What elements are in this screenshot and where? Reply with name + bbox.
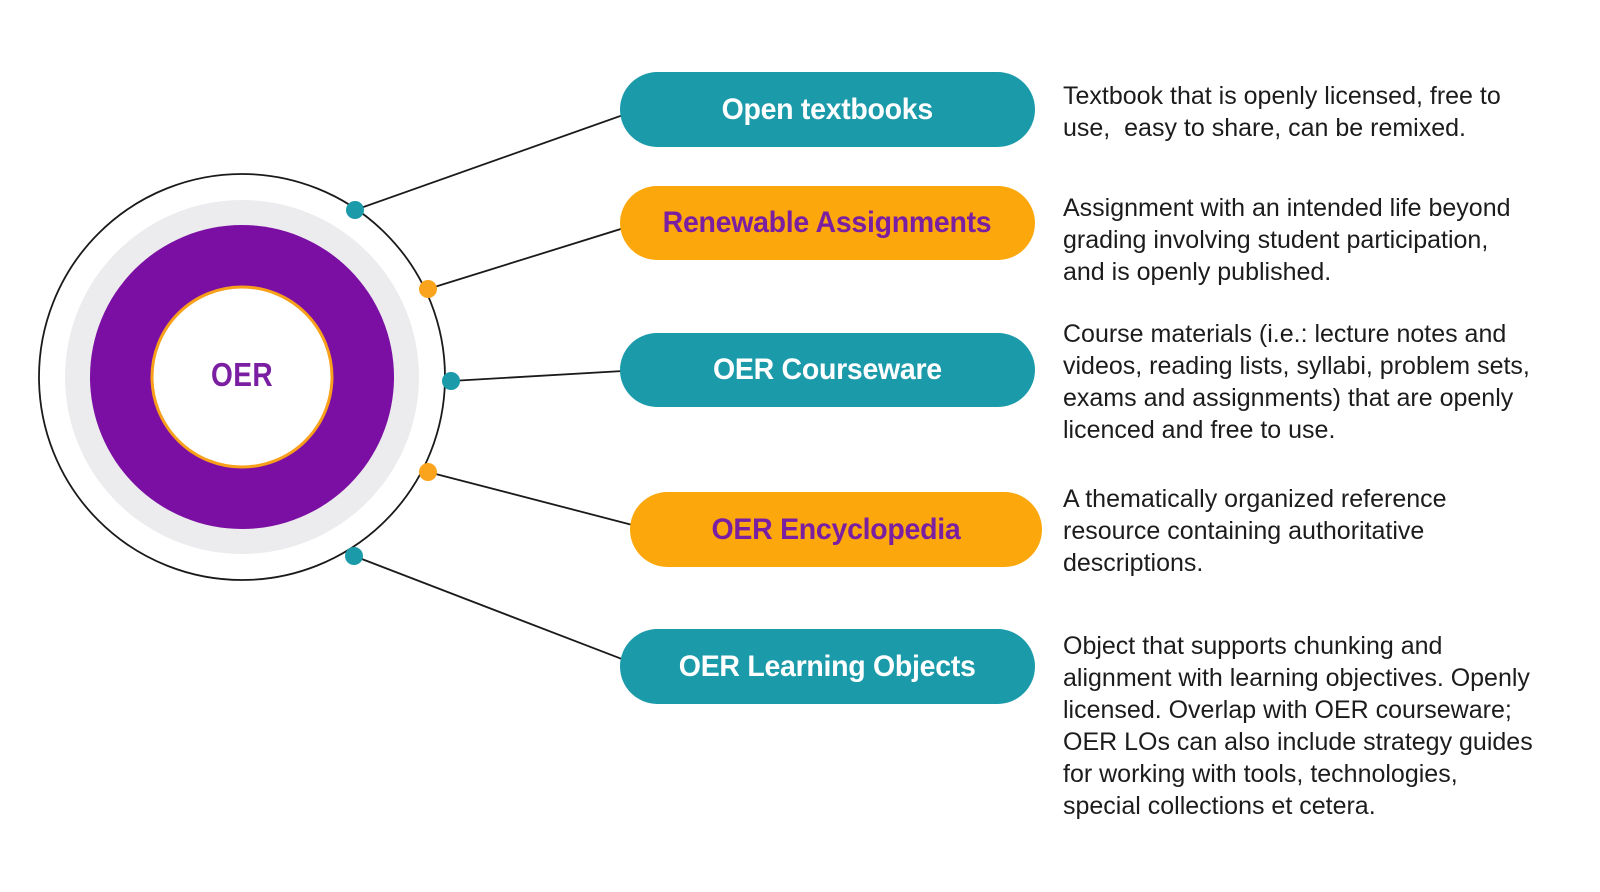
connector-line-oer-encyclopedia bbox=[427, 471, 649, 530]
connector-line-open-textbooks bbox=[354, 108, 641, 211]
description-oer-encyclopedia: A thematically organized reference resou… bbox=[1063, 485, 1447, 577]
description-renewable-assignments: Assignment with an intended life beyond … bbox=[1063, 194, 1511, 286]
center-label: OER bbox=[210, 356, 274, 393]
connector-dot-oer-encyclopedia bbox=[419, 463, 437, 481]
pill-renewable-assignments-label: Renewable Assignments bbox=[663, 206, 992, 239]
pill-open-textbooks: Open textbooks bbox=[620, 72, 1035, 147]
pill-oer-courseware-label: OER Courseware bbox=[713, 353, 942, 386]
connector-line-oer-learning-objects bbox=[353, 555, 641, 667]
connector-dot-open-textbooks bbox=[346, 201, 364, 219]
pill-oer-encyclopedia: OER Encyclopedia bbox=[630, 492, 1042, 567]
pill-oer-encyclopedia-label: OER Encyclopedia bbox=[711, 512, 961, 546]
connector-dot-oer-courseware bbox=[442, 372, 460, 390]
connector-dot-oer-learning-objects bbox=[345, 547, 363, 565]
connector-line-renewable-assignments bbox=[427, 222, 641, 290]
description-oer-courseware: Course materials (i.e.: lecture notes an… bbox=[1063, 320, 1530, 444]
pill-oer-learning-objects-label: OER Learning Objects bbox=[679, 649, 976, 683]
pill-open-textbooks-label: Open textbooks bbox=[721, 92, 934, 126]
connector-line-oer-courseware bbox=[450, 369, 641, 382]
inner-circle bbox=[150, 285, 334, 469]
connector-dot-renewable-assignments bbox=[419, 280, 437, 298]
pill-oer-courseware: OER Courseware bbox=[620, 333, 1035, 407]
description-open-textbooks: Textbook that is openly licensed, free t… bbox=[1063, 82, 1501, 142]
pill-oer-learning-objects: OER Learning Objects bbox=[620, 629, 1035, 704]
pill-renewable-assignments: Renewable Assignments bbox=[620, 186, 1035, 260]
description-oer-learning-objects: Object that supports chunking and alignm… bbox=[1063, 632, 1533, 820]
